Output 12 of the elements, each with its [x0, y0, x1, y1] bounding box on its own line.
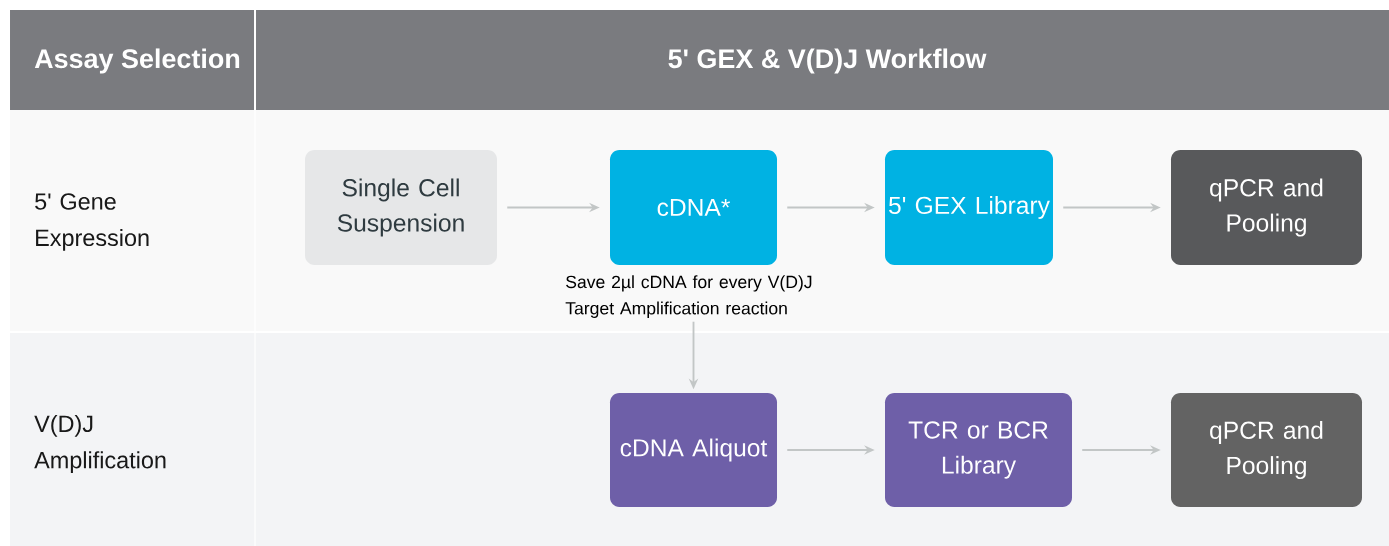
- header-cell: 5' GEX & V(D)J Workflow: [256, 10, 1389, 110]
- start-box: Single Cell Suspension: [305, 150, 497, 265]
- process-box: qPCR and Pooling: [1171, 393, 1362, 507]
- process-box: qPCR and Pooling: [1171, 150, 1362, 265]
- process-box: cDNA Aliquot: [610, 393, 777, 507]
- process-box: cDNA*: [610, 150, 777, 265]
- header-cell: Assay Selection: [10, 10, 254, 110]
- note-text: Save 2µl cDNA for every V(D)J Target Amplification reaction: [565, 275, 812, 318]
- process-box: 5' GEX Library: [885, 150, 1053, 265]
- row-label: 5' Gene Expression: [35, 193, 149, 251]
- process-box: TCR or BCR Library: [885, 393, 1072, 507]
- row-label: V(D)J Amplification: [34, 414, 166, 474]
